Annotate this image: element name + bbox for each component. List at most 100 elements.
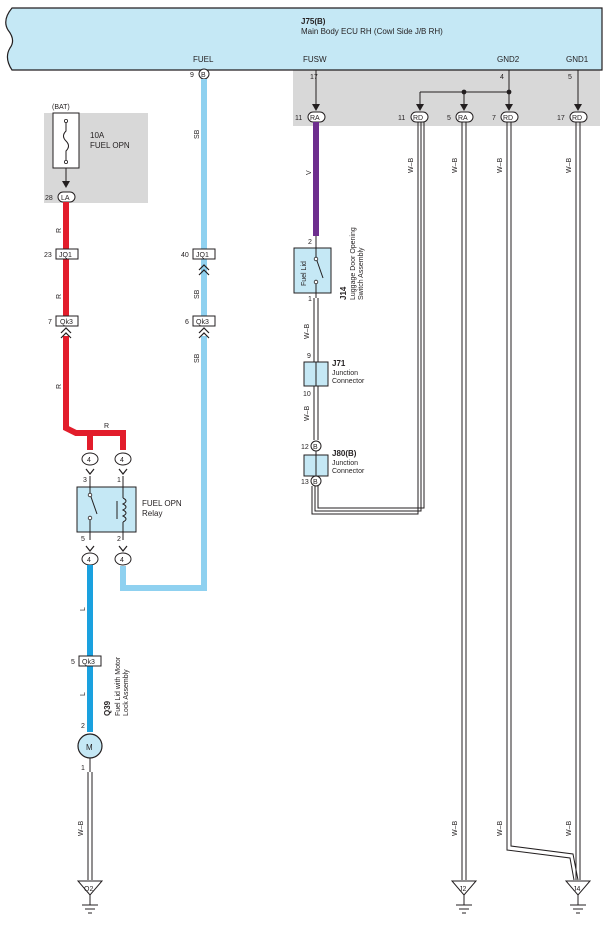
ecu-name: Main Body ECU RH (Cowl Side J/B RH): [301, 27, 443, 36]
ecu-pin-gnd1-number: 5: [568, 74, 572, 81]
jq1-chevron-icon: [198, 264, 210, 276]
wb-wires: [87, 122, 581, 881]
wire-label-sb2: SB: [194, 289, 201, 299]
fuse-out-conn: LA: [61, 195, 70, 202]
svg-text:J2: J2: [459, 886, 467, 893]
svg-text:11: 11: [295, 115, 302, 122]
jb-pin-5-ra: 5 RA: [447, 111, 474, 123]
qk3-lower-name: Qk3: [82, 659, 95, 666]
relay-pin3-chevron-icon: [85, 468, 95, 475]
fuse-out-pin: 28: [45, 195, 53, 202]
qk3-left-pin: 7: [48, 319, 52, 326]
svg-text:5: 5: [447, 115, 451, 122]
svg-text:J4: J4: [573, 886, 581, 893]
wire-label-wb8: W–B: [497, 821, 504, 837]
qk3-right-chevron-icon: [198, 327, 210, 339]
j80-pin-bottom: 13: [301, 479, 309, 486]
switch-box: [293, 247, 332, 294]
wire-label-wb2: W–B: [304, 406, 311, 422]
fuse-name: FUEL OPN: [90, 141, 130, 150]
jb-pin-11-rd: 11 RD: [398, 111, 429, 123]
switch-label: Fuel Lid: [301, 261, 308, 286]
jq1-right-name: JQ1: [196, 252, 209, 259]
sky-wire: [120, 79, 207, 591]
relay-pin1-chevron-icon: [118, 468, 128, 475]
wire-label-wb10: W–B: [78, 821, 85, 837]
j80-name-2: Connector: [332, 468, 365, 475]
ground-q2: Q2: [76, 880, 104, 914]
motor-code: Q39: [103, 700, 112, 716]
j80-pin-top: 12: [301, 444, 309, 451]
wire-label-wb9: W–B: [566, 821, 573, 837]
qk3-right-pin: 6: [185, 319, 189, 326]
motor-pin-top: 2: [81, 723, 85, 730]
j71-pin-bottom: 10: [303, 391, 311, 398]
svg-text:RA: RA: [458, 115, 468, 122]
svg-text:RD: RD: [503, 115, 513, 122]
fuse-icon: [63, 121, 69, 162]
switch-pin-bottom: 1: [308, 296, 312, 303]
qk3-left-chevron-icon: [60, 327, 72, 339]
jq1-left-pin: 23: [44, 252, 52, 259]
motor-name-1: Fuel Lid with Motor: [115, 656, 122, 716]
motor-pin-bottom: 1: [81, 765, 85, 772]
wire-label-wb3: W–B: [408, 158, 415, 174]
jq1-left-connector: [55, 248, 79, 260]
wire-label-r2: R: [56, 294, 63, 299]
ecu-pin-gnd1-label: GND1: [566, 55, 589, 64]
jq1-right-pin: 40: [181, 252, 189, 259]
wire-label-l2: L: [80, 692, 87, 696]
svg-text:B: B: [313, 479, 318, 486]
switch-name-2: Switch Assembly: [358, 247, 365, 300]
fuse-source: (BAT): [52, 104, 70, 111]
jq1-left-name: JQ1: [59, 252, 72, 259]
svg-text:B: B: [313, 444, 318, 451]
j80-conn-top: B: [310, 440, 322, 452]
qk3-lower-pin: 5: [71, 659, 75, 666]
j71-pin-top: 9: [307, 353, 311, 360]
jb-pin-17-rd: 17 RD: [557, 111, 588, 123]
jb-pin-7-rd: 7 RD: [492, 111, 519, 123]
wire-label-r4: R: [104, 423, 109, 430]
j80-code: J80(B): [332, 449, 357, 458]
switch-pin-top: 2: [308, 239, 312, 246]
ecu-fuel-connector-label: B: [201, 72, 206, 79]
svg-text:7: 7: [492, 115, 496, 122]
wire-label-wb5: W–B: [497, 158, 504, 174]
relay-switch-icon: [89, 476, 98, 540]
wire-label-wb1: W–B: [304, 324, 311, 340]
qk3-left-connector: [55, 315, 79, 327]
wire-label-r1: R: [56, 228, 63, 233]
relay-conn-top-left: 4: [81, 452, 99, 466]
wire-label-wb6: W–B: [566, 158, 573, 174]
relay-pin5-chevron-icon: [85, 545, 95, 552]
fuse-terminal-top: [64, 119, 69, 124]
relay-coil-icon: [116, 476, 127, 540]
motor-name-2: Lock Assembly: [123, 669, 130, 716]
qk3-left-name: Qk3: [60, 319, 73, 326]
fuse-terminal-bottom: [64, 159, 69, 164]
relay-name: FUEL OPN: [142, 499, 182, 508]
relay-box: [76, 486, 137, 533]
relay-pin5: 5: [81, 536, 85, 543]
j80-conn-bottom: B: [310, 475, 322, 487]
junction-dots: [461, 89, 512, 95]
qk3-right-name: Qk3: [196, 319, 209, 326]
switch-contact-top: [313, 256, 319, 262]
relay-contact-top: [87, 492, 93, 498]
j71-code: J71: [332, 359, 346, 368]
relay-sub: Relay: [142, 509, 162, 518]
ground-j2: J2: [450, 880, 478, 914]
j80-name-1: Junction: [332, 460, 358, 467]
j71-name-1: Junction: [332, 370, 358, 377]
wire-label-wb4: W–B: [452, 158, 459, 174]
relay-conn-bottom-left: 4: [81, 552, 99, 566]
svg-text:4: 4: [120, 557, 124, 564]
wire-label-v: V: [306, 170, 313, 175]
relay-pin1: 1: [117, 477, 121, 484]
relay-conn-top-right: 4: [114, 452, 132, 466]
ecu-pin-fusw-label: FUSW: [303, 55, 327, 64]
switch-contact-bottom: [313, 279, 319, 285]
fuse-rating: 10A: [90, 131, 105, 140]
